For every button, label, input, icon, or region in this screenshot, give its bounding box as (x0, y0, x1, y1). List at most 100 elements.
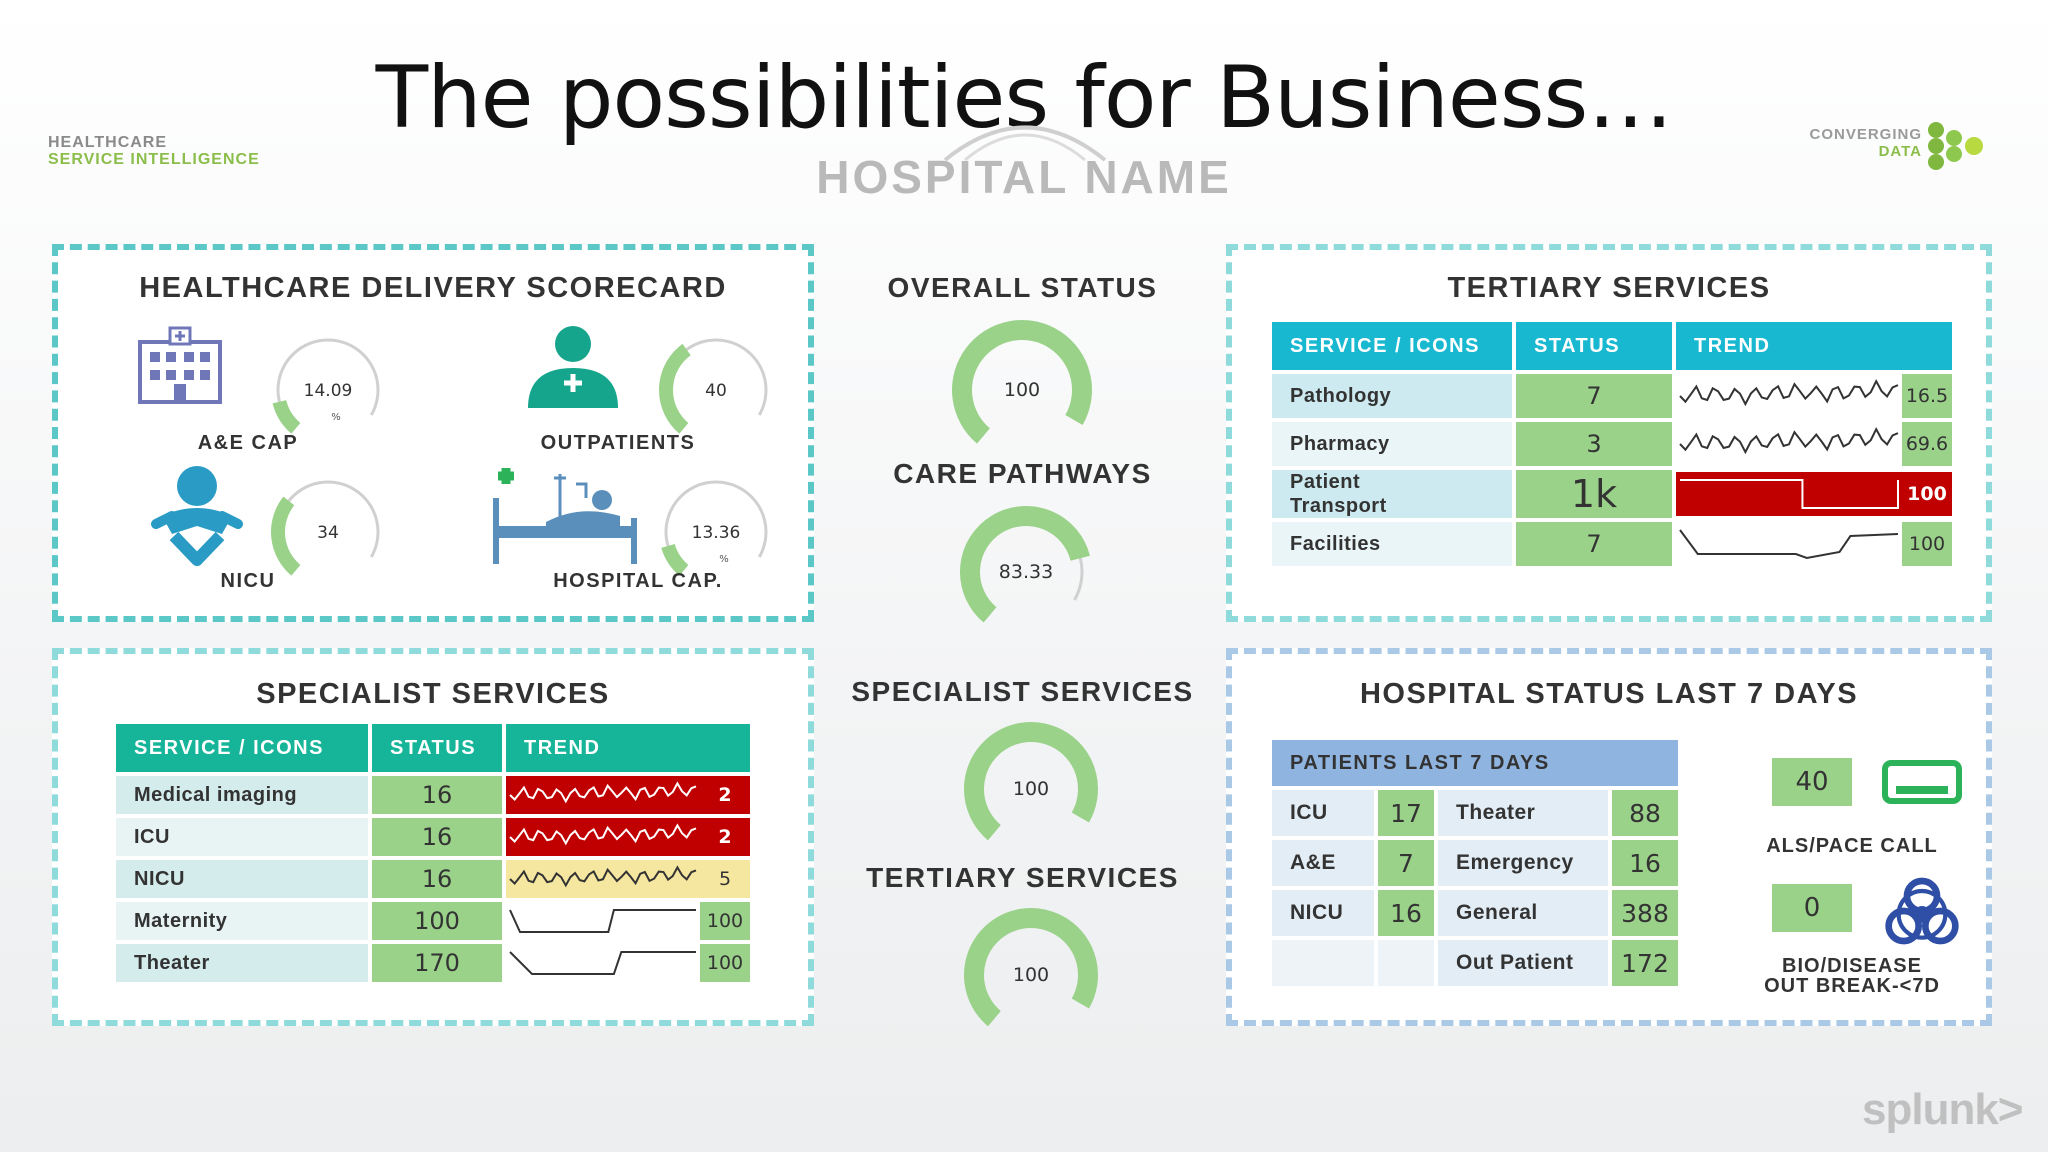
patient-count: 16 (1378, 890, 1434, 936)
gauge-value: 40 (705, 381, 727, 401)
column-header: SERVICE / ICONS (116, 724, 368, 772)
trend-cell: 16.5 (1676, 374, 1952, 418)
ae-cap-label: A&E CAP (197, 432, 299, 454)
trend-value: 16.5 (1905, 385, 1949, 407)
splunk-logo: splunk> (1862, 1085, 2023, 1134)
specialist-services-center-title: SPECIALIST SERVICES (851, 676, 1194, 707)
trend-cell: 100 (506, 902, 750, 940)
sparkline (506, 860, 750, 898)
service-name: Pharmacy (1272, 422, 1512, 466)
gauge-fill (964, 908, 1098, 1027)
overall-status-gauge: 100 (952, 320, 1092, 444)
converging-data-logo: CONVERGING DATA (1780, 120, 2000, 172)
patient-category: NICU (1272, 890, 1374, 936)
trend-value: 100 (1908, 533, 1946, 555)
sparkline (1676, 422, 1952, 466)
sparkline (1676, 522, 1952, 566)
patient-category (1272, 940, 1374, 986)
service-name: NICU (116, 860, 368, 898)
status-value: 170 (372, 944, 502, 982)
gauge-fill (960, 506, 1090, 623)
logo-line-1: CONVERGING (1809, 126, 1922, 143)
gauge-value: 14.09 (304, 381, 353, 401)
trend-value: 2 (718, 784, 732, 806)
status-value: 7 (1516, 374, 1672, 418)
status-value: 1k (1516, 470, 1672, 518)
gauge-fill (272, 399, 301, 434)
service-name: ICU (116, 818, 368, 856)
gauge-fill (661, 543, 689, 576)
overall-status-title: OVERALL STATUS (887, 272, 1158, 303)
patients-7-days-header: PATIENTS LAST 7 DAYS (1272, 740, 1678, 786)
hospital-building-icon (138, 326, 222, 404)
specialist-title: SPECIALIST SERVICES (256, 678, 610, 710)
patient-count: 7 (1378, 840, 1434, 886)
trend-cell: 100 (506, 944, 750, 982)
column-header: TREND (506, 724, 750, 772)
bio-disease-label-line1: BIO/DISEASE (1782, 955, 1922, 977)
pager-icon (1882, 760, 1962, 804)
trend-cell: 69.6 (1676, 422, 1952, 466)
tertiary-title: TERTIARY SERVICES (1447, 272, 1771, 304)
ae-cap-gauge: 14.09% (272, 338, 380, 434)
trend-cell: 100 (1676, 470, 1952, 518)
status-value: 16 (372, 818, 502, 856)
gauge-value: 34 (317, 523, 339, 543)
patient-count: 388 (1612, 890, 1678, 936)
column-header: SERVICE / ICONS (1272, 322, 1512, 370)
page-title: The possibilities for Business… (375, 48, 1674, 148)
hospital-cap-label: HOSPITAL CAP. (553, 570, 723, 592)
healthcare-logo: HEALTHCARE SERVICE INTELLIGENCE (48, 134, 260, 168)
service-name: Patient Transport (1272, 470, 1512, 518)
sparkline (1676, 374, 1952, 418)
status-value: 7 (1516, 522, 1672, 566)
trend-cell: 2 (506, 776, 750, 814)
service-name: Facilities (1272, 522, 1512, 566)
gauge-fill (271, 496, 301, 576)
converging-dots-icon (1928, 122, 1983, 170)
logo-line-1: HEALTHCARE (48, 134, 168, 151)
scorecard-panel: HEALTHCARE DELIVERY SCORECARD 14.09% A&E… (52, 244, 814, 622)
column-header: TREND (1676, 322, 1952, 370)
trend-value: 100 (706, 952, 744, 974)
trend-value: 100 (1907, 483, 1947, 505)
gauge-value: 100 (1013, 964, 1049, 986)
patient-category: A&E (1272, 840, 1374, 886)
tertiary-services-gauge: 100 (964, 908, 1098, 1027)
status-value: 3 (1516, 422, 1672, 466)
status-value: 16 (372, 776, 502, 814)
patient-count: 88 (1612, 790, 1678, 836)
sparkline (506, 818, 750, 856)
sparkline (506, 902, 750, 940)
patient-category: Theater (1438, 790, 1608, 836)
sparkline (1676, 472, 1952, 516)
trend-value: 100 (706, 910, 744, 932)
care-pathways-gauge: 83.33 (960, 506, 1090, 623)
trend-cell: 5 (506, 860, 750, 898)
nicu-label: NICU (220, 570, 276, 592)
sparkline (506, 776, 750, 814)
nicu-gauge: 34 (271, 480, 380, 576)
status-value: 100 (372, 902, 502, 940)
patient-count: 16 (1612, 840, 1678, 886)
patient-category: Out Patient (1438, 940, 1608, 986)
gauge-track (664, 480, 768, 572)
hospital-status-title: HOSPITAL STATUS LAST 7 DAYS (1359, 678, 1859, 710)
doctor-icon (528, 326, 618, 408)
logo-line-2: DATA (1878, 143, 1922, 160)
gauge-unit: % (719, 554, 729, 565)
trend-value: 2 (718, 826, 732, 848)
